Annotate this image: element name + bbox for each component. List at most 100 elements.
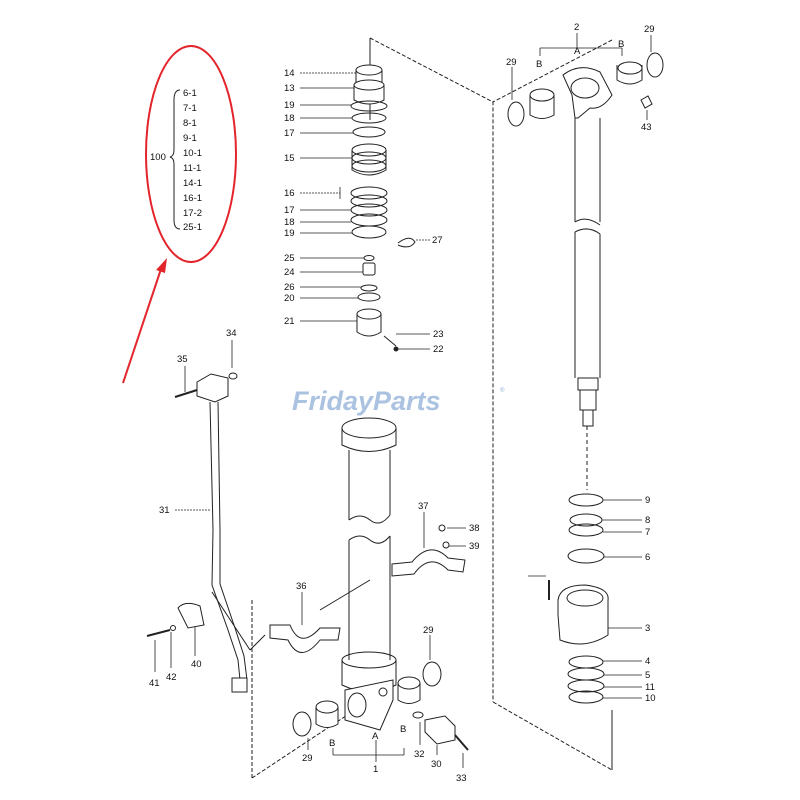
ring-part — [567, 548, 605, 564]
washer-part — [442, 541, 450, 549]
callout-14: 14 — [284, 68, 295, 79]
pipe-fitting-part — [231, 677, 248, 693]
callout-31: 31 — [159, 505, 170, 516]
ring-part — [568, 523, 604, 537]
seal-kit-list: 100 6-1 7-1 8-1 9-1 10-1 11-1 14-1 16-1 … — [150, 88, 202, 233]
callout-27: 27 — [432, 235, 443, 246]
callout-34: 34 — [226, 328, 237, 339]
callout-20: 20 — [284, 293, 295, 304]
kit-item: 14-1 — [183, 178, 202, 189]
callout-33: 33 — [456, 773, 467, 784]
ring-part — [352, 126, 386, 138]
callout-10: 10 — [645, 693, 656, 704]
clamp-part — [177, 602, 205, 629]
ring-part — [568, 493, 604, 507]
small-ring-part — [363, 255, 375, 261]
callout-37: 37 — [418, 501, 429, 512]
callout-17: 17 — [284, 205, 295, 216]
callout-9: 9 — [645, 495, 650, 506]
callout-4: 4 — [645, 656, 650, 667]
check-block-part — [424, 715, 456, 745]
callout-29: 29 — [302, 753, 313, 764]
kit-bracket — [169, 89, 181, 230]
callout-42: 42 — [166, 672, 177, 683]
piston-rod — [507, 52, 664, 427]
cylinder-tube — [341, 417, 397, 731]
bolt-part — [174, 389, 198, 398]
flange-block-part — [196, 373, 229, 403]
callout-13: 13 — [284, 83, 295, 94]
bushing-top — [397, 676, 421, 690]
bushing-part — [529, 95, 555, 119]
piston — [548, 426, 609, 704]
ring-part — [350, 194, 388, 208]
callout-19: 19 — [284, 228, 295, 239]
small-ring-part — [357, 292, 381, 302]
callout-17: 17 — [284, 128, 295, 139]
upper-bracket-part — [391, 549, 466, 577]
kit-item: 25-1 — [183, 222, 202, 233]
callout-41: 41 — [149, 678, 160, 689]
ring-part — [568, 655, 604, 669]
o-ring-part — [228, 372, 238, 380]
callout-7: 7 — [645, 527, 650, 538]
callout-3: 3 — [645, 623, 650, 634]
kit-item: 16-1 — [183, 193, 202, 204]
callout-5: 5 — [645, 670, 650, 681]
callout-26: 26 — [284, 282, 295, 293]
grease-nipple-part — [640, 95, 653, 109]
kit-item: 7-1 — [183, 103, 197, 114]
o-ring-part — [412, 711, 424, 719]
callout-29: 29 — [506, 57, 517, 68]
callout-8: 8 — [645, 515, 650, 526]
snap-ring-part — [397, 237, 416, 248]
callout-b-top-left: B — [536, 59, 542, 70]
leader-lines — [154, 33, 652, 768]
bolt-part — [146, 629, 171, 637]
callout-a-top: A — [574, 46, 581, 57]
callout-15: 15 — [284, 153, 295, 164]
bushing-top — [529, 88, 555, 102]
lower-bracket-part — [269, 624, 341, 653]
rod-tip-part — [582, 409, 594, 427]
rod-thread-part — [579, 389, 597, 411]
highlight-oval — [145, 45, 237, 263]
seal-29-part — [646, 52, 664, 78]
highlight-annotation — [122, 45, 237, 384]
callout-18: 18 — [284, 217, 295, 228]
callout-6: 6 — [645, 552, 650, 563]
callout-29: 29 — [423, 625, 434, 636]
cushion-part — [362, 262, 376, 276]
callout-22: 22 — [433, 344, 444, 355]
callout-39: 39 — [469, 541, 480, 552]
watermark-reg-mark: ® — [500, 387, 505, 394]
ring-part — [351, 112, 387, 124]
set-screw-part — [383, 335, 397, 347]
pipe-assembly — [146, 372, 466, 693]
callout-b-bottom-left: B — [329, 738, 335, 749]
callout-21: 21 — [284, 316, 295, 327]
piston-stack — [350, 64, 416, 352]
bushing-top — [315, 700, 339, 714]
ring-part — [350, 100, 388, 112]
kit-number: 100 — [150, 152, 166, 163]
piston-nut-top — [356, 308, 382, 320]
bolt-part — [454, 734, 469, 751]
kit-item: 8-1 — [183, 118, 197, 129]
callout-40: 40 — [191, 659, 202, 670]
ball-part — [393, 346, 399, 352]
seal-pack-groove — [351, 159, 387, 173]
kit-item: 10-1 — [183, 148, 202, 159]
rod-eye — [562, 67, 613, 119]
small-ring-part — [360, 284, 378, 292]
seal-pack-part — [351, 150, 387, 176]
callout-38: 38 — [469, 523, 480, 534]
seal-29-part — [422, 661, 442, 687]
watermark-brand: FridayParts — [292, 386, 441, 416]
washer-part — [170, 625, 176, 631]
highlight-arrow-shaft — [122, 265, 163, 384]
pipe-part — [209, 401, 241, 681]
callout-24: 24 — [284, 267, 295, 278]
